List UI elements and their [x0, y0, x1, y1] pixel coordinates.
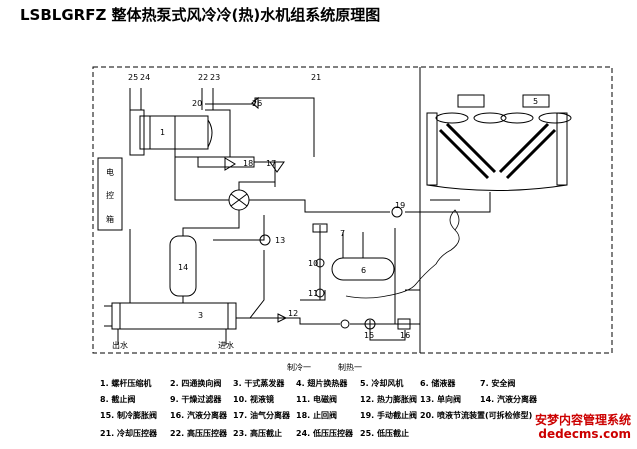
label-c10: 10 — [308, 259, 318, 268]
water-in-label: 进水 — [218, 340, 234, 350]
legend-item: 25. 低压截止 — [360, 429, 409, 438]
label-c17: 17 — [266, 159, 276, 168]
legend-item: 3. 干式蒸发器 — [233, 379, 285, 388]
legend-item: 15. 制冷膨胀阀 — [100, 411, 157, 420]
legend-item: 24. 低压压控器 — [296, 429, 353, 438]
legend-item: 22. 高压压控器 — [170, 429, 227, 438]
legend-item: 21. 冷却压控器 — [100, 429, 157, 438]
legend-item: 18. 止回阀 — [296, 411, 337, 420]
legend-item: 13. 单向阀 — [420, 395, 461, 404]
valve-18 — [224, 157, 236, 171]
legend-item: 2. 四通换向阀 — [170, 379, 222, 388]
valve-12 — [277, 313, 288, 323]
legend-item: 10. 视液镜 — [233, 395, 274, 404]
watermark-line-1: 安梦内容管理系统 — [534, 413, 631, 427]
label-c22: 22 — [198, 73, 208, 82]
label-c1: 1 — [160, 128, 165, 137]
finned-coil-right — [498, 112, 568, 186]
label-c11: 11 — [308, 289, 318, 298]
pump-12 — [340, 319, 350, 329]
diagram-title: LSBLGRFZ 整体热泵式风冷冷(热)水机组系统原理图 — [20, 6, 381, 24]
legend-item: 1. 螺杆压缩机 — [100, 379, 152, 388]
legend-item: 23. 高压截止 — [233, 429, 282, 438]
label-c21: 21 — [311, 73, 321, 82]
control-wiring — [345, 209, 460, 299]
watermark: 安梦内容管理系统 dedecms.com — [535, 413, 631, 441]
label-c20: 20 — [192, 99, 202, 108]
label-c12: 12 — [288, 309, 298, 318]
label-c3: 3 — [198, 311, 203, 320]
check-valve-13 — [259, 234, 271, 246]
screw-compressor — [129, 109, 213, 156]
safety-valve-7 — [312, 223, 328, 233]
check-valve-19 — [391, 206, 403, 218]
line-legend-heating: 制热一 — [338, 362, 362, 372]
expansion-valve-15 — [364, 318, 376, 330]
label-c26: 26 — [252, 99, 262, 108]
legend-item: 14. 汽液分离器 — [480, 395, 537, 404]
water-out-label: 出水 — [112, 340, 128, 350]
throttle-17 — [269, 161, 285, 173]
legend-item: 7. 安全阀 — [480, 379, 516, 388]
label-c19: 19 — [395, 201, 405, 210]
control-box — [97, 157, 123, 231]
line-legend-cooling: 制冷一 — [287, 362, 311, 372]
label-c14: 14 — [178, 263, 188, 272]
sight-glass-10 — [315, 258, 325, 268]
cooling-fan-right — [500, 94, 572, 124]
label-c15: 15 — [364, 331, 374, 340]
legend-item: 8. 截止阀 — [100, 395, 136, 404]
solenoid-valve-11 — [315, 288, 325, 298]
legend-item: 19. 手动截止阀 — [360, 411, 417, 420]
legend-item: 16. 汽液分离器 — [170, 411, 227, 420]
control-box-char-2: 控 — [106, 190, 114, 200]
filter-drier-16 — [397, 318, 411, 330]
control-box-char-3: 箱 — [106, 214, 114, 224]
cooling-fan-left — [435, 94, 507, 124]
coil-frame — [426, 113, 568, 191]
legend-item: 4. 翅片换热器 — [296, 379, 348, 388]
legend-item: 12. 热力膨胀阀 — [360, 395, 417, 404]
control-box-char-1: 电 — [106, 167, 114, 177]
legend-item: 9. 干燥过滤器 — [170, 395, 222, 404]
valve-25 — [251, 96, 259, 110]
label-c7: 7 — [340, 229, 345, 238]
watermark-line-2: dedecms.com — [538, 427, 631, 441]
unit-enclosure — [92, 66, 613, 354]
label-c16: 16 — [400, 331, 410, 340]
refrigerant-piping — [129, 88, 491, 341]
finned-coil-left — [426, 112, 497, 186]
dry-evaporator — [104, 302, 237, 330]
legend-item: 17. 油气分离器 — [233, 411, 290, 420]
label-c24: 24 — [140, 73, 150, 82]
label-c6: 6 — [361, 266, 366, 275]
label-c5: 5 — [533, 97, 538, 106]
legend-item: 6. 储液器 — [420, 379, 456, 388]
label-c25: 25 — [128, 73, 138, 82]
legend-item: 20. 喷液节流装置(可拆检修型) — [420, 411, 533, 420]
legend-item: 11. 电磁阀 — [296, 395, 337, 404]
label-c13: 13 — [275, 236, 285, 245]
legend-item: 5. 冷却风机 — [360, 379, 404, 388]
label-c23: 23 — [210, 73, 220, 82]
label-c18: 18 — [243, 159, 253, 168]
